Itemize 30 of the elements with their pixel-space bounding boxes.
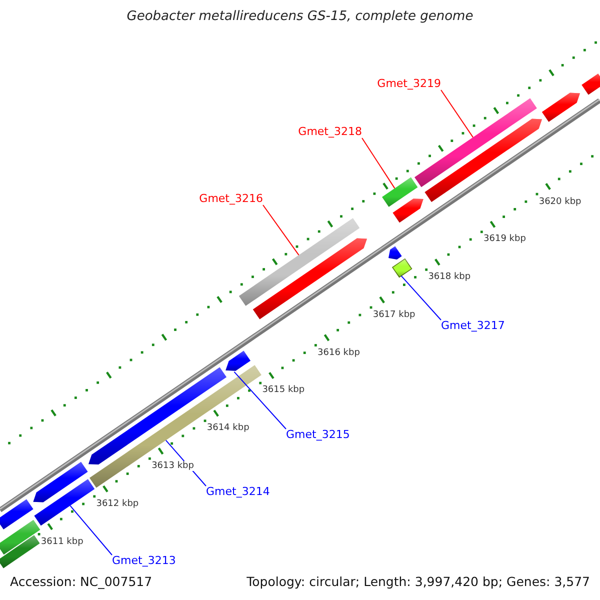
scale-label: 3617 kbp <box>372 310 416 320</box>
gene-label: Gmet_3218 <box>298 126 362 138</box>
gene-segment <box>382 177 418 207</box>
scale-label: 3616 kbp <box>316 348 361 358</box>
scale-label: 3620 kbp <box>538 196 582 207</box>
scale-label: 3611 kbp <box>40 536 84 547</box>
diagram-title: Geobacter metallireducens GS-15, complete genome <box>126 9 474 24</box>
gene-label: Gmet_3215 <box>286 429 350 441</box>
leader-line <box>234 371 286 430</box>
scale-label: 3618 kbp <box>427 272 472 282</box>
gene-label: Gmet_3217 <box>441 320 505 332</box>
gene-label: Gmet_3213 <box>112 555 176 567</box>
scale-label: 3619 kbp <box>482 234 527 244</box>
gene-label: Gmet_3214 <box>206 486 270 498</box>
leader-line <box>400 275 442 320</box>
leader-line <box>262 204 300 256</box>
scale-label: 3615 kbp <box>261 385 306 396</box>
gene-segment <box>226 350 250 371</box>
leader-line <box>362 138 396 189</box>
scale-label: 3613 kbp <box>150 461 195 472</box>
accession-label: Accession: NC_007517 <box>10 574 152 589</box>
gene-segment <box>414 98 537 188</box>
scale-label: 3612 kbp <box>95 498 140 509</box>
gene-label: Gmet_3219 <box>377 78 441 90</box>
gene-label: Gmet_3216 <box>199 193 263 205</box>
leader-line <box>70 505 112 556</box>
scale-label: 3614 kbp <box>206 423 250 434</box>
leader-line <box>440 90 474 138</box>
gene-segment <box>238 218 360 306</box>
genome-summary: Topology: circular; Length: 3,997,420 bp; Genes: 3,577 <box>246 574 590 589</box>
